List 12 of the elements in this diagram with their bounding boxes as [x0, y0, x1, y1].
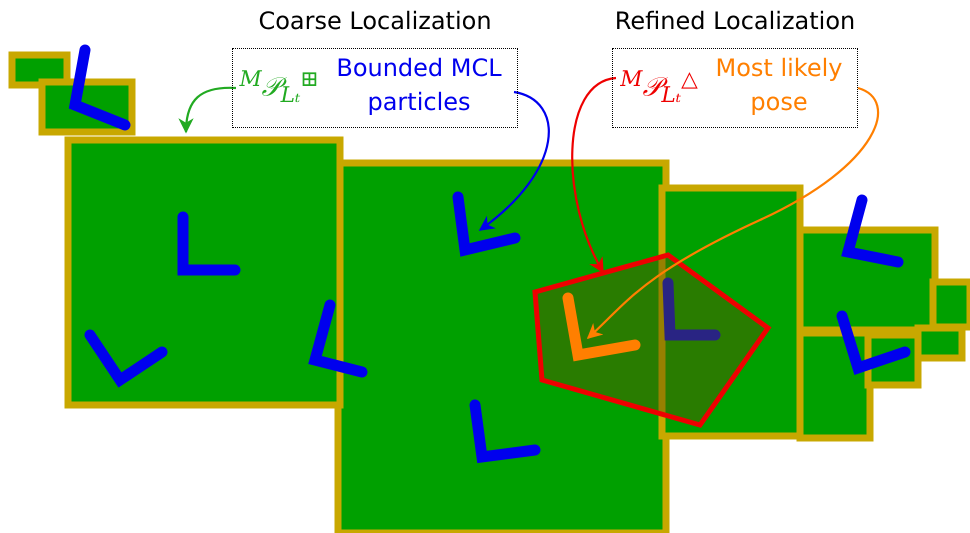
section-heading: Refined Localization [614, 7, 856, 35]
leader-arrow [178, 86, 236, 134]
pose-marker [562, 292, 640, 362]
particle-marker [452, 192, 520, 257]
leader-arrow [586, 87, 879, 340]
leader-arrow [478, 90, 550, 231]
annotation-text: Most likely pose [699, 51, 859, 119]
annotation-text: Bounded MCL particles [321, 51, 517, 119]
map-cell [64, 136, 344, 408]
leader-arrow [571, 76, 616, 274]
section-heading: Coarse Localization [257, 7, 493, 35]
pose-region-polygon [532, 252, 772, 428]
